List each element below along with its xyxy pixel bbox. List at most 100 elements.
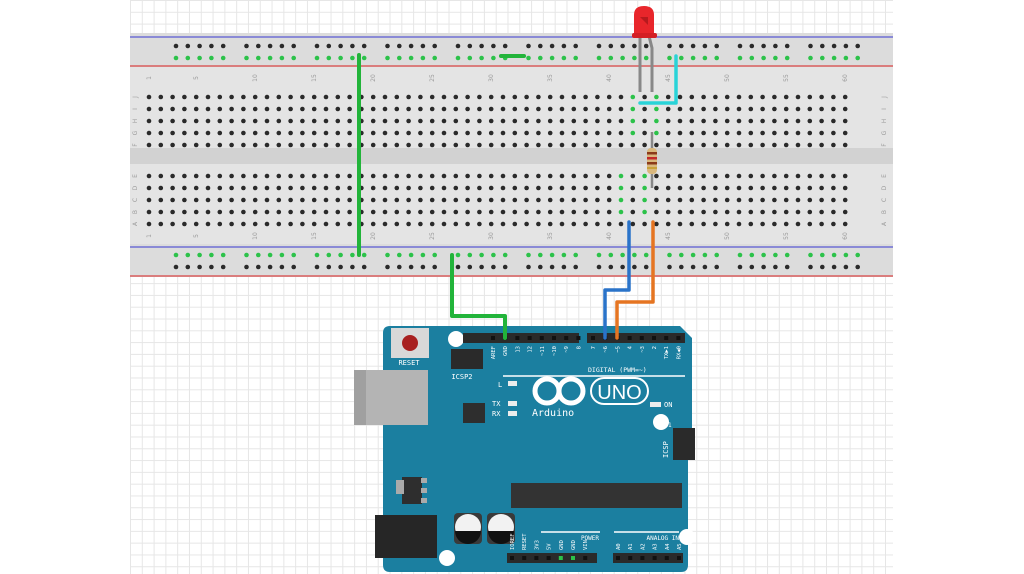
breadboard-hole[interactable]	[571, 185, 577, 191]
breadboard-hole[interactable]	[170, 118, 175, 124]
breadboard-hole[interactable]	[477, 130, 482, 136]
breadboard-hole[interactable]	[276, 185, 282, 191]
breadboard-hole[interactable]	[642, 197, 647, 203]
breadboard-hole[interactable]	[288, 173, 293, 179]
rail-hole[interactable]	[467, 264, 473, 270]
breadboard-hole[interactable]	[193, 221, 199, 227]
rail-hole[interactable]	[502, 43, 508, 49]
breadboard-hole[interactable]	[713, 142, 718, 148]
rail-hole[interactable]	[761, 252, 766, 258]
breadboard-hole[interactable]	[630, 173, 636, 179]
breadboard-hole[interactable]	[630, 118, 636, 124]
breadboard-hole[interactable]	[347, 209, 352, 215]
breadboard-hole[interactable]	[807, 173, 813, 179]
breadboard-hole[interactable]	[217, 142, 223, 148]
wire-pin6[interactable]	[603, 220, 631, 340]
rail-hole[interactable]	[491, 252, 496, 258]
breadboard-hole[interactable]	[571, 130, 577, 136]
breadboard-hole[interactable]	[665, 118, 671, 124]
rail-hole[interactable]	[784, 55, 790, 61]
breadboard-hole[interactable]	[241, 94, 246, 100]
rail-hole[interactable]	[596, 55, 602, 61]
breadboard-hole[interactable]	[772, 173, 777, 179]
rail-hole[interactable]	[267, 43, 273, 49]
breadboard-hole[interactable]	[618, 185, 624, 191]
breadboard-hole[interactable]	[807, 209, 813, 215]
breadboard-hole[interactable]	[665, 197, 671, 203]
breadboard-hole[interactable]	[477, 106, 482, 112]
breadboard-hole[interactable]	[524, 173, 529, 179]
breadboard-hole[interactable]	[689, 197, 695, 203]
rail-hole[interactable]	[620, 43, 625, 49]
breadboard-hole[interactable]	[252, 221, 258, 227]
breadboard-hole[interactable]	[783, 221, 789, 227]
rail-hole[interactable]	[549, 252, 555, 258]
breadboard-hole[interactable]	[276, 197, 282, 203]
breadboard-hole[interactable]	[748, 197, 754, 203]
breadboard-hole[interactable]	[347, 197, 352, 203]
breadboard-hole[interactable]	[182, 94, 187, 100]
breadboard-hole[interactable]	[783, 142, 789, 148]
breadboard-hole[interactable]	[453, 185, 459, 191]
breadboard-hole[interactable]	[795, 106, 801, 112]
breadboard-hole[interactable]	[819, 106, 824, 112]
breadboard-hole[interactable]	[772, 221, 777, 227]
breadboard-hole[interactable]	[488, 173, 494, 179]
breadboard-hole[interactable]	[524, 142, 529, 148]
rail-hole[interactable]	[573, 55, 578, 61]
breadboard-hole[interactable]	[418, 118, 423, 124]
breadboard-hole[interactable]	[512, 118, 518, 124]
breadboard-hole[interactable]	[630, 209, 636, 215]
rail-hole[interactable]	[197, 43, 202, 49]
breadboard-hole[interactable]	[205, 221, 211, 227]
rail-hole[interactable]	[420, 252, 426, 258]
breadboard-hole[interactable]	[252, 173, 258, 179]
rail-hole[interactable]	[455, 264, 461, 270]
breadboard-hole[interactable]	[217, 130, 223, 136]
breadboard-hole[interactable]	[701, 173, 706, 179]
breadboard-hole[interactable]	[158, 185, 164, 191]
breadboard-hole[interactable]	[583, 197, 588, 203]
breadboard-hole[interactable]	[595, 173, 600, 179]
breadboard-hole[interactable]	[370, 106, 376, 112]
breadboard-hole[interactable]	[547, 106, 553, 112]
breadboard-hole[interactable]	[831, 185, 836, 191]
breadboard-hole[interactable]	[418, 106, 423, 112]
rail-hole[interactable]	[397, 55, 402, 61]
breadboard-hole[interactable]	[807, 185, 813, 191]
rail-hole[interactable]	[385, 43, 390, 49]
breadboard-hole[interactable]	[465, 106, 470, 112]
breadboard-hole[interactable]	[677, 142, 683, 148]
breadboard-hole[interactable]	[701, 142, 706, 148]
breadboard-hole[interactable]	[229, 209, 234, 215]
breadboard-hole[interactable]	[394, 173, 400, 179]
breadboard-hole[interactable]	[394, 106, 400, 112]
breadboard-hole[interactable]	[229, 118, 234, 124]
breadboard-hole[interactable]	[536, 173, 541, 179]
breadboard-hole[interactable]	[807, 94, 813, 100]
breadboard-hole[interactable]	[276, 209, 282, 215]
breadboard-hole[interactable]	[382, 94, 388, 100]
breadboard-hole[interactable]	[748, 185, 754, 191]
breadboard-hole[interactable]	[689, 94, 695, 100]
breadboard-hole[interactable]	[311, 94, 317, 100]
breadboard-hole[interactable]	[311, 106, 317, 112]
breadboard-hole[interactable]	[311, 130, 317, 136]
breadboard-hole[interactable]	[406, 142, 411, 148]
breadboard-hole[interactable]	[477, 173, 482, 179]
breadboard-hole[interactable]	[335, 173, 341, 179]
breadboard-hole[interactable]	[264, 209, 270, 215]
breadboard-hole[interactable]	[394, 197, 400, 203]
rail-hole[interactable]	[467, 43, 473, 49]
rail-hole[interactable]	[455, 55, 461, 61]
breadboard-hole[interactable]	[736, 130, 742, 136]
breadboard-hole[interactable]	[760, 118, 765, 124]
rail-hole[interactable]	[361, 43, 367, 49]
breadboard-hole[interactable]	[583, 185, 588, 191]
breadboard-hole[interactable]	[382, 185, 388, 191]
breadboard-hole[interactable]	[618, 197, 624, 203]
rail-hole[interactable]	[843, 55, 849, 61]
breadboard-hole[interactable]	[170, 130, 175, 136]
breadboard-hole[interactable]	[323, 197, 329, 203]
breadboard-hole[interactable]	[583, 130, 588, 136]
